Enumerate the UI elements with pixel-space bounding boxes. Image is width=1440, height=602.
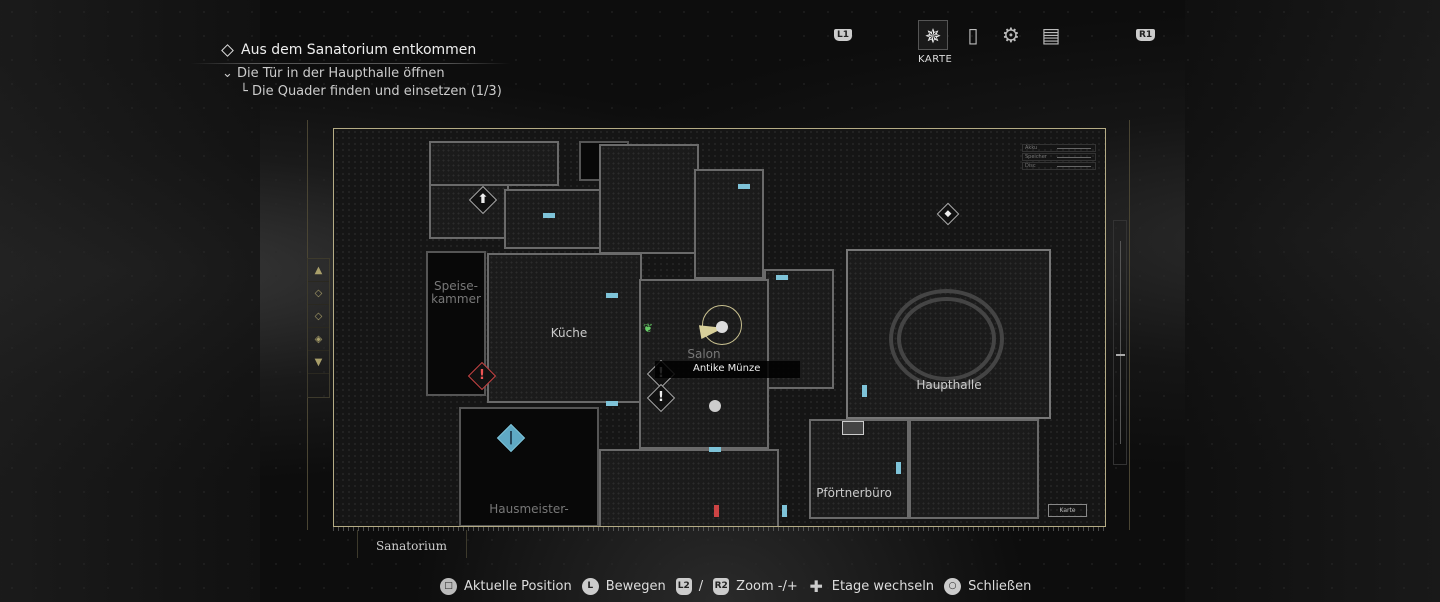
- door: [606, 401, 618, 406]
- room-vertical-corridor: [694, 169, 764, 279]
- left-stick-icon[interactable]: L: [581, 578, 599, 595]
- tab-active-label: KARTE: [918, 54, 953, 65]
- zoom-slider[interactable]: [1113, 220, 1127, 465]
- room-corridor-top: [504, 189, 604, 249]
- room-label-pfoertnerbuero: Pförtnerbüro: [816, 486, 892, 500]
- floor-1-icon[interactable]: ◇: [308, 305, 329, 328]
- room-kueche: [487, 253, 642, 403]
- r1-button[interactable]: R1: [1136, 29, 1156, 41]
- footer-label: Aktuelle Position: [464, 579, 572, 594]
- room-lobby-left: [429, 184, 509, 239]
- door: [782, 505, 787, 517]
- floor-down-icon[interactable]: ▼: [308, 351, 329, 374]
- legend-item: Speicher: [1022, 153, 1096, 161]
- room-label-kueche: Küche: [550, 326, 588, 340]
- room-hausmeister: [459, 407, 599, 526]
- objective-sub: Die Tür in der Haupthalle öffnen: [237, 66, 445, 81]
- tab-files-icon[interactable]: ▤: [1041, 23, 1061, 47]
- room-label-hausmeister: Hausmeister-: [489, 502, 569, 516]
- objective-diamond-icon: [221, 43, 234, 57]
- controls-footer: □ Aktuelle Position L Bewegen L2 / R2 Zoom -…: [440, 578, 1031, 595]
- map-ruler: [333, 527, 1106, 531]
- door-lock-marker-icon[interactable]: ◆: [936, 202, 960, 226]
- locked-door: [714, 505, 719, 517]
- item-tooltip: Antike Münze: [655, 361, 800, 378]
- room-label-speisekammer: Speise- kammer: [431, 279, 481, 306]
- objective-subsub: └ Die Quader finden und einsetzen (1/3): [240, 84, 502, 99]
- coin-item-icon[interactable]: [716, 321, 728, 333]
- room-label-salon: Salon: [687, 347, 721, 361]
- haupthalle-staircase: [889, 289, 1004, 389]
- door: [709, 447, 721, 452]
- door: [896, 462, 901, 474]
- map-legend: Akku Speicher Disc: [1022, 144, 1096, 171]
- room-top-left-wing: [429, 141, 559, 186]
- circle-button-icon[interactable]: ○: [944, 578, 962, 595]
- player-range-circle: [702, 305, 742, 345]
- floor-selector[interactable]: ▲ ◇ ◇ ◈ ▼: [307, 258, 330, 398]
- square-button-icon[interactable]: □: [440, 578, 457, 595]
- room-south-corridor: [599, 449, 779, 526]
- chevron-down-icon: ⌄: [222, 66, 238, 81]
- room-pfoertnerbuero: [809, 419, 909, 519]
- l1-button[interactable]: L1: [834, 29, 852, 41]
- floor-up-icon[interactable]: ▲: [308, 259, 329, 282]
- menu-tabs: L1 ✵ ▯ ⚙ ▤ KARTE R1: [830, 20, 1160, 70]
- legend-item: Akku: [1022, 144, 1096, 152]
- coin-item-icon[interactable]: [709, 400, 721, 412]
- herb-icon[interactable]: ❦: [643, 321, 654, 335]
- footer-label: Bewegen: [605, 579, 666, 594]
- l2-button-icon[interactable]: L2: [675, 578, 692, 595]
- dpad-icon[interactable]: ✚: [809, 577, 823, 596]
- legend-item: Disc: [1022, 162, 1096, 170]
- tab-attache-case-icon[interactable]: ▯: [967, 23, 979, 47]
- door: [862, 385, 867, 397]
- objective-main: Aus dem Sanatorium entkommen: [241, 42, 477, 58]
- objective-divider: [190, 63, 510, 64]
- zoom-slider-knob[interactable]: [1116, 354, 1125, 356]
- door: [738, 184, 750, 189]
- typewriter-icon[interactable]: [842, 421, 864, 435]
- room-speisekammer: [426, 251, 486, 396]
- karte-button[interactable]: Karte: [1048, 504, 1087, 517]
- door: [776, 275, 788, 280]
- footer-label: Schließen: [968, 579, 1032, 594]
- floor-current-icon[interactable]: ◈: [308, 328, 329, 351]
- room-top-center: [599, 144, 699, 254]
- map-view[interactable]: ⬆ ! | ! ! ◆ ❦ Speise- kammer Küche Salon…: [333, 128, 1106, 527]
- floor-2-icon[interactable]: ◇: [308, 282, 329, 305]
- door: [543, 213, 555, 218]
- tab-map-compass-icon[interactable]: ✵: [918, 20, 948, 50]
- room-label-haupthalle: Haupthalle: [916, 378, 982, 392]
- area-name: Sanatorium: [357, 530, 467, 558]
- objective-panel: Aus dem Sanatorium entkommen ⌄ Die Tür i…: [190, 42, 510, 99]
- room-south-east: [909, 419, 1039, 519]
- door: [606, 293, 618, 298]
- footer-label: Zoom -/+: [736, 579, 798, 594]
- tab-gears-icon[interactable]: ⚙: [1002, 23, 1020, 47]
- footer-label: /: [698, 579, 704, 594]
- r2-button-icon[interactable]: R2: [713, 578, 730, 595]
- footer-label: Etage wechseln: [831, 579, 935, 594]
